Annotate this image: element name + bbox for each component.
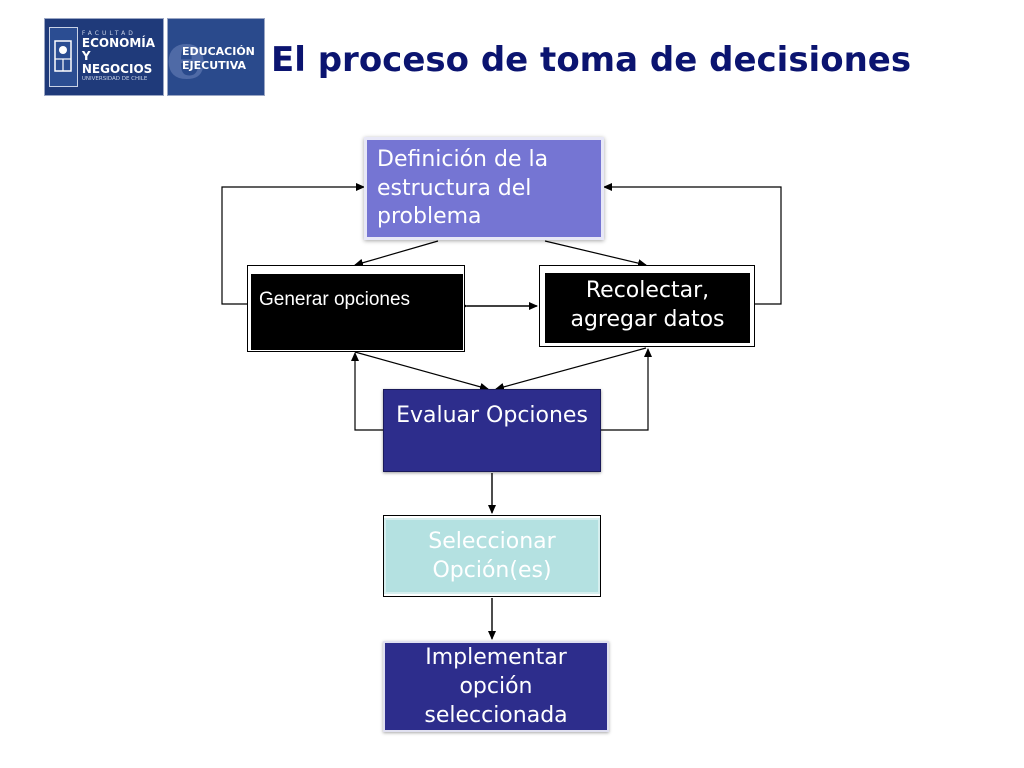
connector-evaluar-to-generar [351,352,383,431]
logo-line-negocios: NEGOCIOS [81,61,153,76]
logo-line-ejecutiva: EJECUTIVA [182,59,247,72]
logo-faculty-label: FACULTAD [81,30,136,38]
node-evaluar: Evaluar Opciones [383,389,601,472]
connector-evaluar-to-recolectar [601,348,652,431]
logo-line-economia: ECONOMÍA Y [81,36,156,63]
logo-facultad-economia-negocios: FACULTAD ECONOMÍA Y NEGOCIOS UNIVERSIDAD… [44,18,164,96]
node-generar: Generar opciones [251,274,463,350]
logo-university-label: UNIVERSIDAD DE CHILE [81,76,148,83]
logo-e-mark-icon: e [167,19,207,94]
connector-generar-to-definicion [221,183,365,305]
connector-definicion-to-generar [354,240,439,267]
crest-icon [49,27,78,87]
node-seleccionar: Seleccionar Opción(es) [384,518,600,594]
slide-title: El proceso de toma de decisiones [271,40,912,80]
node-recolectar: Recolectar, agregar datos [545,273,750,343]
logo-educacion-ejecutiva: e EDUCACIÓN EJECUTIVA [167,18,265,96]
logo-line-educacion: EDUCACIÓN [182,45,255,58]
node-definicion: Definición de la estructura del problema [364,137,604,240]
connector-recolectar-to-evaluar [495,347,647,391]
connector-recolectar-to-definicion [603,183,782,305]
logo: FACULTAD ECONOMÍA Y NEGOCIOS UNIVERSIDAD… [44,18,265,96]
node-implementar: Implementar opción seleccionada [383,641,609,732]
connector-generar-to-evaluar [354,351,489,391]
connector-definicion-to-recolectar [544,240,647,268]
